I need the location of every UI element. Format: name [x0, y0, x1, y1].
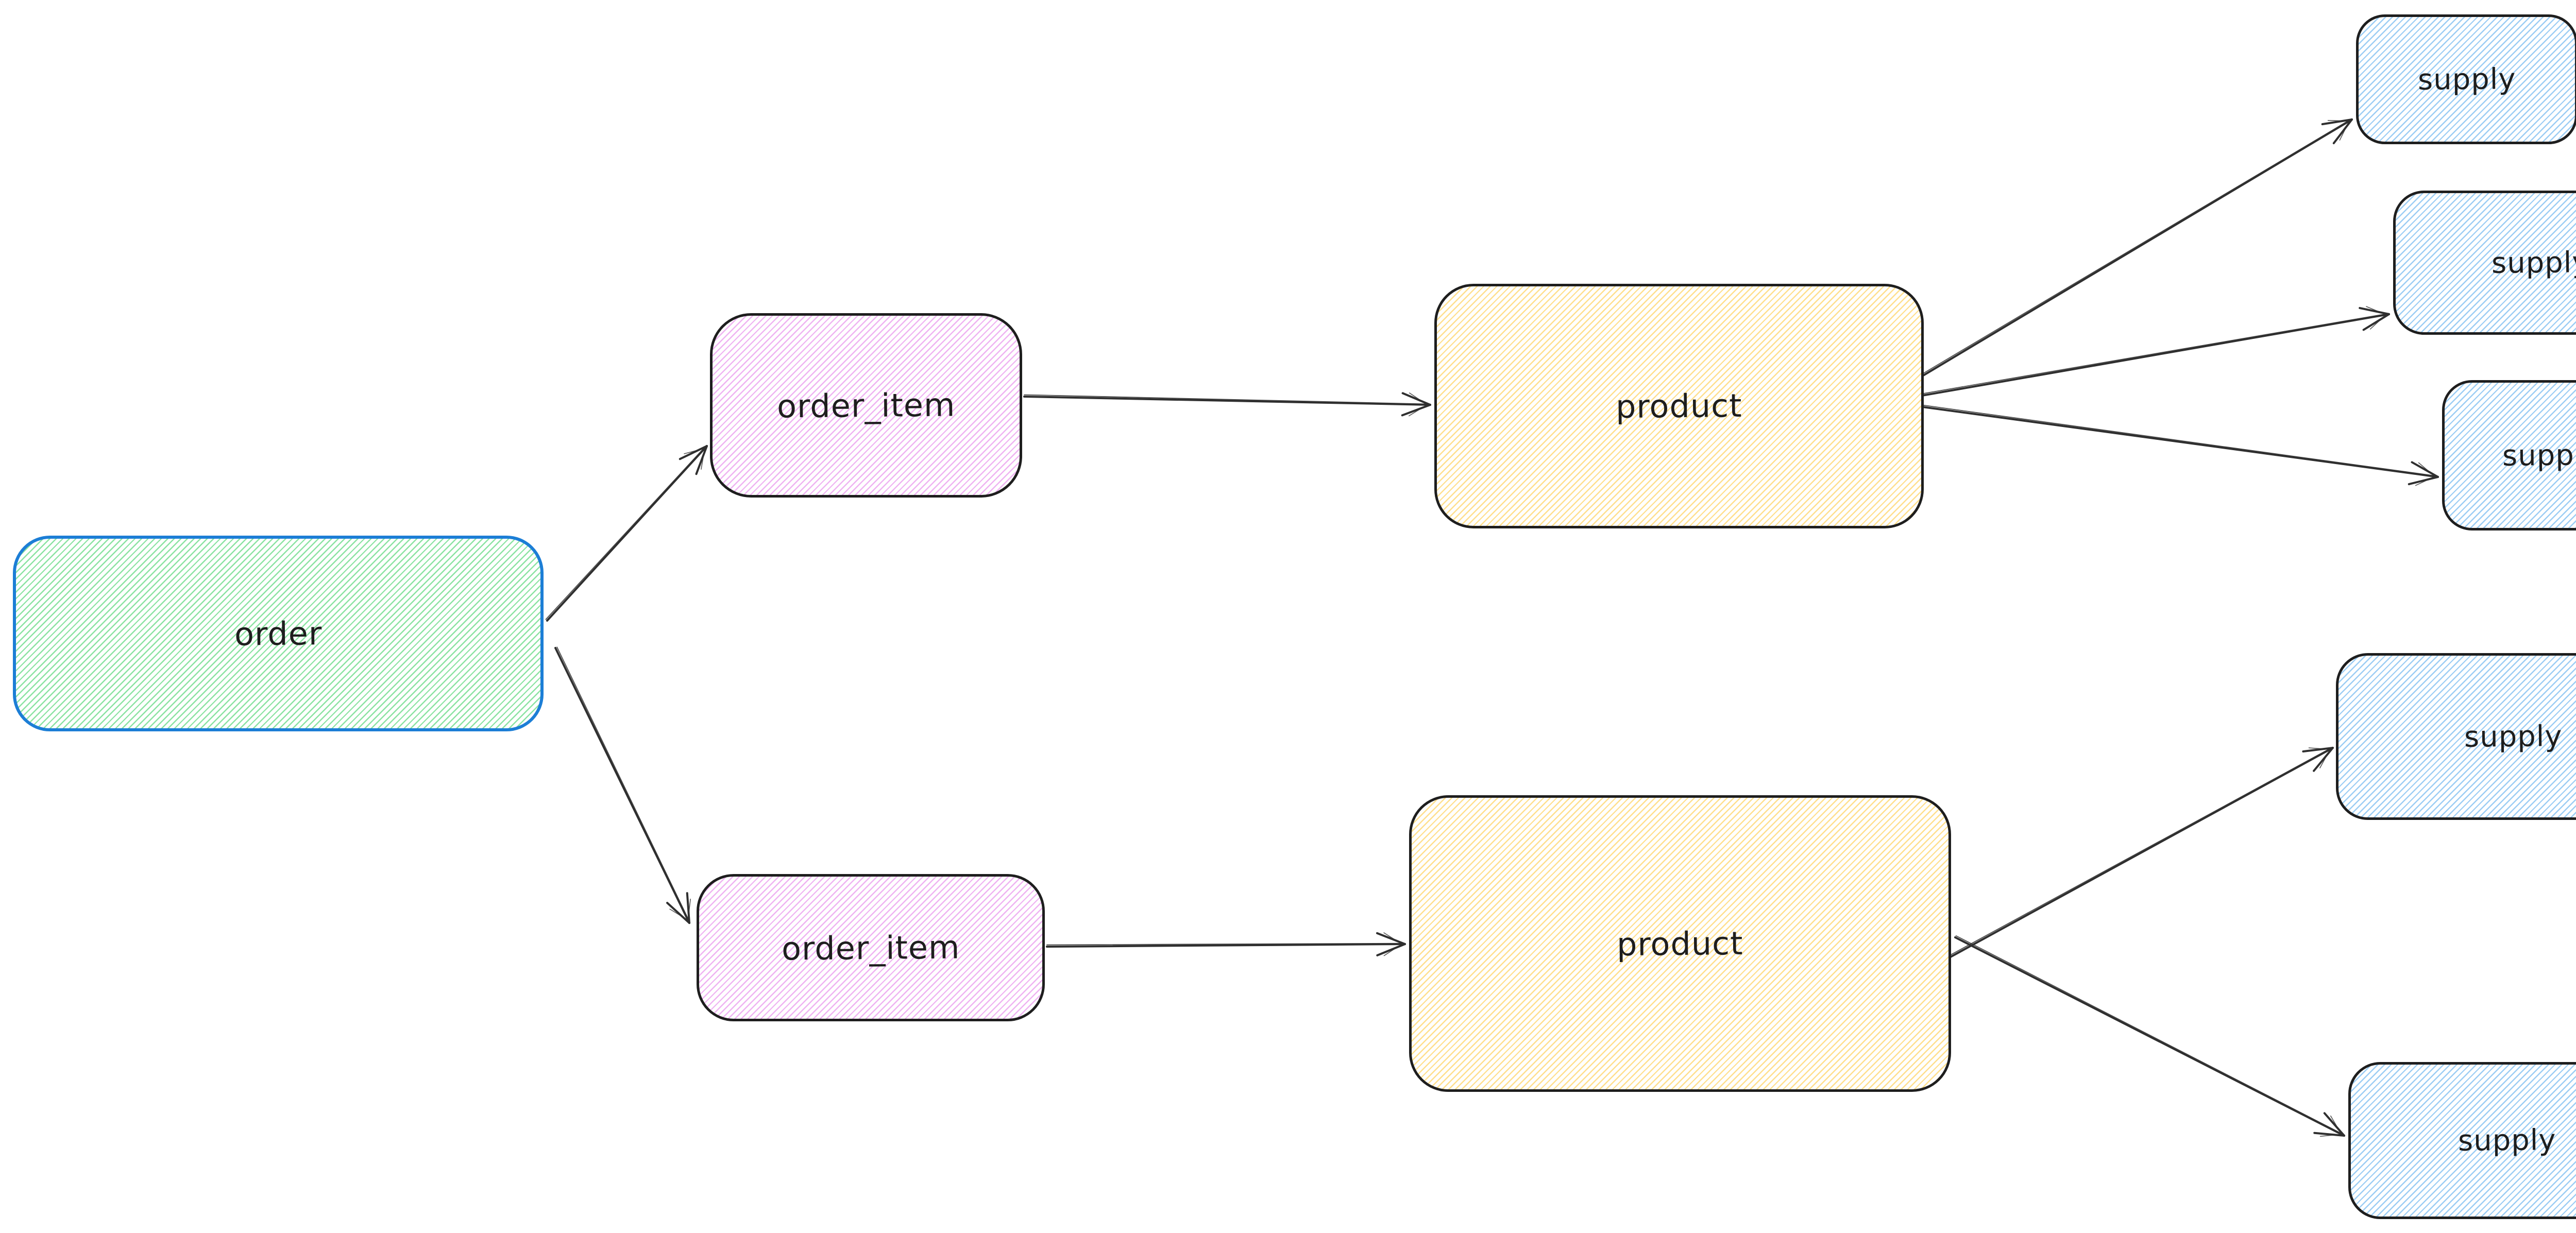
- node-supply-1[interactable]: supply: [2356, 14, 2576, 144]
- node-supply-5-label: supply: [2458, 1123, 2556, 1158]
- node-product-1[interactable]: product: [1434, 284, 1924, 528]
- node-supply-1-label: supply: [2417, 62, 2516, 97]
- node-order-label: order: [234, 614, 323, 653]
- node-order-item-2-label: order_item: [781, 928, 960, 968]
- node-supply-3[interactable]: supply: [2442, 380, 2576, 530]
- edge-product_1-to-supply_2[interactable]: [1921, 306, 2390, 397]
- node-supply-2-label: supply: [2491, 245, 2576, 280]
- node-product-2-label: product: [1616, 924, 1744, 963]
- edge-product_2-to-supply_4[interactable]: [1949, 746, 2334, 958]
- node-product-2[interactable]: product: [1409, 795, 1951, 1092]
- node-order[interactable]: order: [13, 536, 544, 731]
- node-supply-3-label: supply: [2502, 438, 2576, 473]
- edge-product_2-to-supply_5[interactable]: [1954, 935, 2345, 1137]
- edge-order-to-order_item_2[interactable]: [554, 646, 691, 924]
- node-supply-4[interactable]: supply: [2336, 653, 2576, 820]
- edge-order-to-order_item_1[interactable]: [545, 445, 708, 622]
- edge-product_1-to-supply_1[interactable]: [1919, 118, 2353, 378]
- node-order-item-1[interactable]: order_item: [710, 313, 1022, 498]
- edge-order_item_1-to-product_1[interactable]: [1023, 392, 1431, 417]
- node-supply-5[interactable]: supply: [2348, 1062, 2576, 1219]
- node-product-1-label: product: [1615, 386, 1743, 426]
- node-order-item-1-label: order_item: [776, 385, 956, 425]
- edge-order_item_2-to-product_2[interactable]: [1046, 932, 1406, 956]
- edge-product_1-to-supply_3[interactable]: [1921, 404, 2439, 486]
- node-supply-4-label: supply: [2464, 719, 2563, 754]
- node-supply-2[interactable]: supply: [2393, 191, 2576, 335]
- node-order-item-2[interactable]: order_item: [697, 874, 1045, 1021]
